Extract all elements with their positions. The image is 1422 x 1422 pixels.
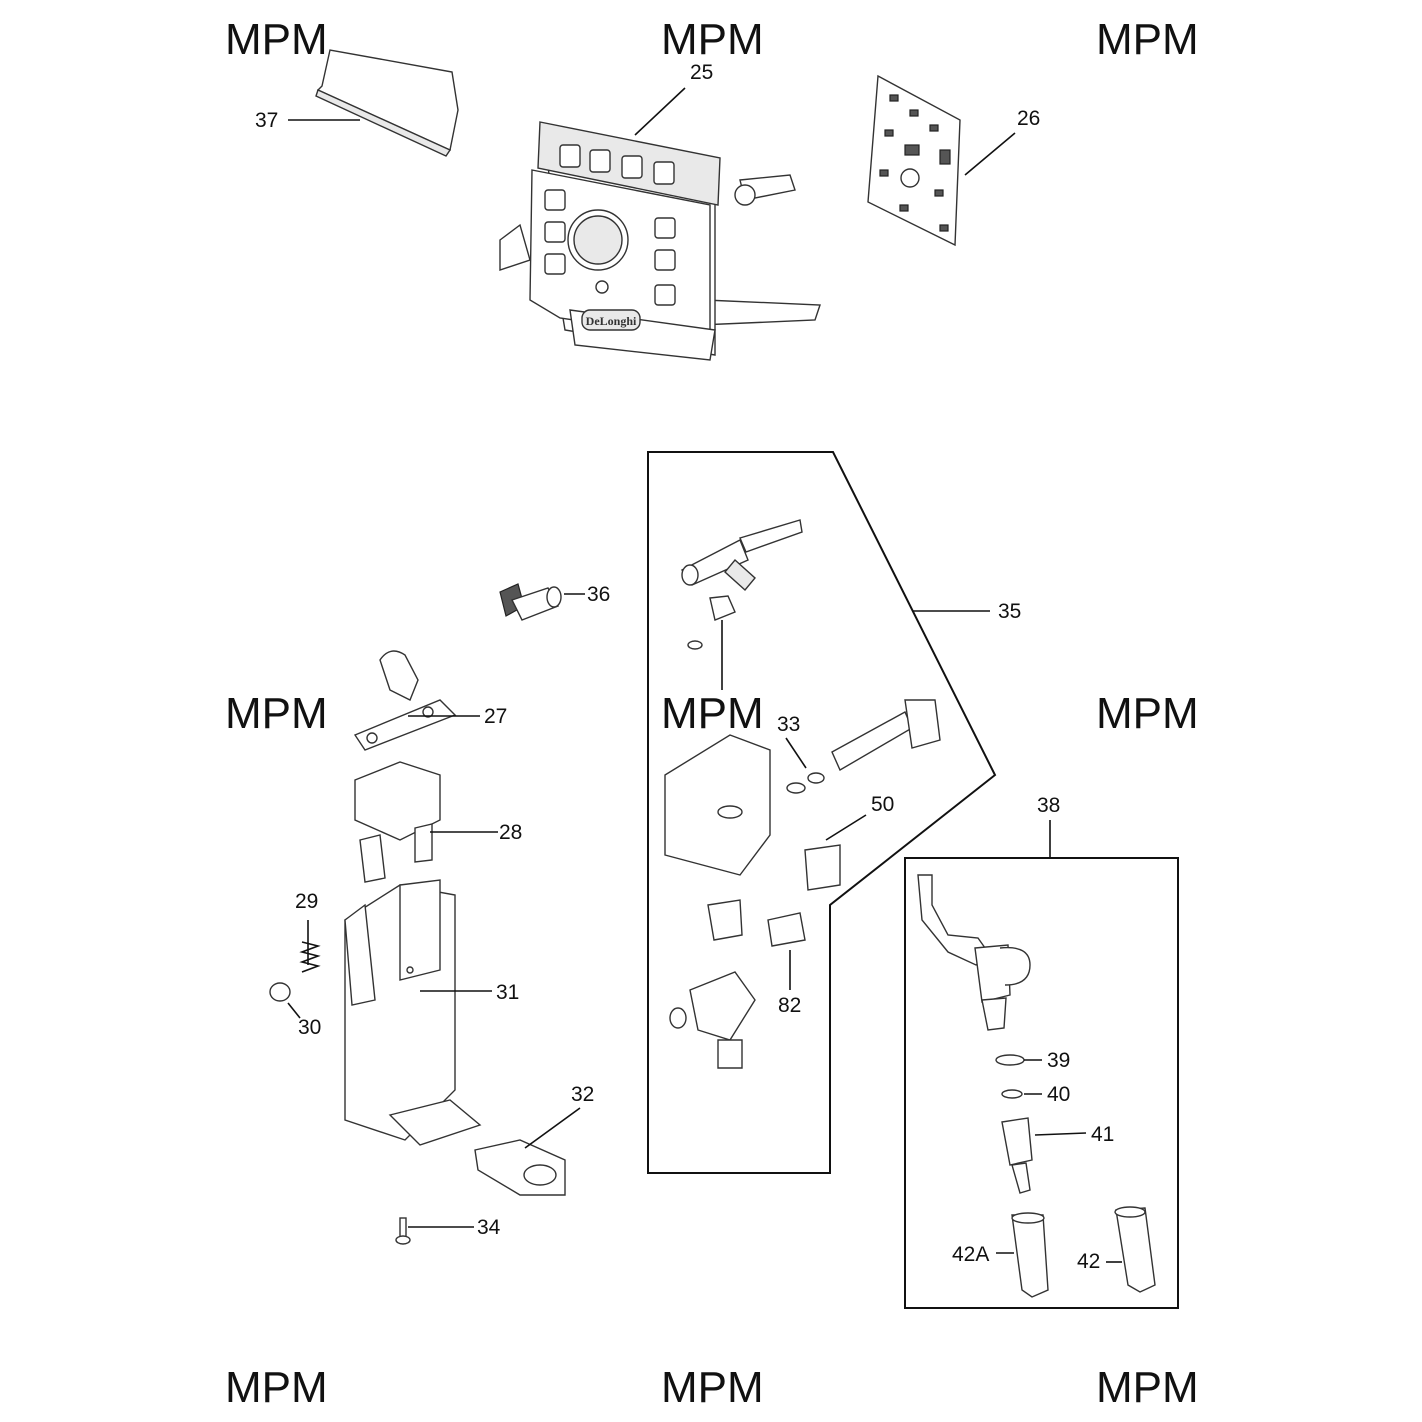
callout-26: 26 (1017, 107, 1041, 130)
callout-31: 31 (496, 981, 520, 1004)
callout-33: 33 (777, 713, 801, 736)
part-37-cover-strip (315, 49, 459, 157)
part-29-spring (299, 941, 321, 973)
part-32-plate (474, 1139, 566, 1196)
callout-50: 50 (871, 793, 895, 816)
kit-35-parts (664, 519, 941, 1069)
part-27-bracket (353, 650, 457, 751)
part-25-control-panel: DeLonghi (499, 121, 821, 361)
callout-32: 32 (571, 1083, 595, 1106)
watermark: MPM (1096, 15, 1199, 64)
callout-42: 42 (1077, 1250, 1101, 1273)
watermark: MPM (1096, 689, 1199, 738)
callout-27: 27 (484, 705, 508, 728)
callout-36: 36 (587, 583, 611, 606)
callout-39: 39 (1047, 1049, 1071, 1072)
leader-lines (287, 87, 1122, 1263)
callout-37: 37 (255, 109, 279, 132)
kit-38-outline (904, 857, 1179, 1309)
kit-35-outline (647, 451, 997, 1174)
callout-38: 38 (1037, 794, 1061, 817)
watermark: MPM (661, 689, 764, 738)
callout-28: 28 (499, 821, 523, 844)
callout-40: 40 (1047, 1083, 1071, 1106)
part-36-valve (499, 583, 562, 621)
part-34-pin (395, 1217, 411, 1245)
callout-82: 82 (778, 994, 802, 1017)
part-31-housing (344, 879, 482, 1146)
callout-42a: 42A (952, 1243, 990, 1266)
watermark: MPM (225, 1363, 328, 1412)
part-26-circuit-board (867, 74, 961, 247)
delonghi-logo: DeLonghi (586, 314, 637, 328)
callout-34: 34 (477, 1216, 501, 1239)
callout-35: 35 (998, 600, 1022, 623)
watermark: MPM (661, 1363, 764, 1412)
watermark: MPM (225, 689, 328, 738)
watermark: MPM (225, 15, 328, 64)
callout-25: 25 (690, 61, 714, 84)
callout-30: 30 (298, 1016, 322, 1039)
kit-38-parts (917, 874, 1156, 1298)
callout-29: 29 (295, 890, 319, 913)
watermark: MPM (661, 15, 764, 64)
watermark: MPM (1096, 1363, 1199, 1412)
part-28-holder (354, 761, 441, 883)
part-30-cap (269, 982, 291, 1002)
callout-41: 41 (1091, 1123, 1115, 1146)
